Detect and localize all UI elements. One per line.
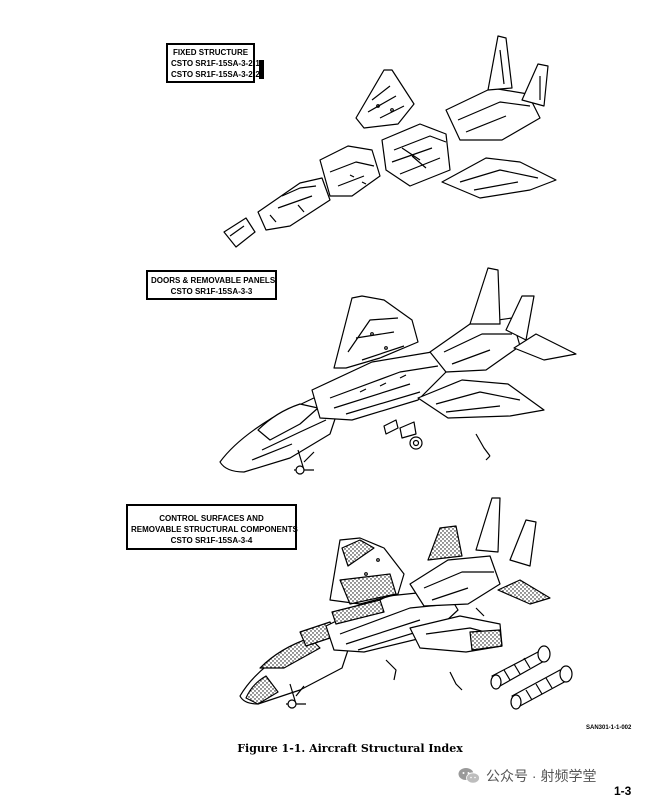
fixed-structure-ref-2: CSTO SR1F-15SA-3-2-2	[171, 70, 260, 79]
page-number: 1-3	[614, 784, 632, 798]
fixed-structure-label: FIXED STRUCTURE CSTO SR1F-15SA-3-2-1 CST…	[166, 43, 260, 83]
control-surfaces-label: CONTROL SURFACES AND REMOVABLE STRUCTURA…	[126, 504, 298, 550]
figure-caption: Figure 1-1. Aircraft Structural Index	[237, 742, 463, 755]
top-text-fragment: · · · ·	[497, 0, 519, 5]
control-surfaces-ref: CSTO SR1F-15SA-3-4	[170, 536, 253, 545]
watermark: 公众号 · 射频学堂	[458, 766, 596, 786]
watermark-text: 公众号 · 射频学堂	[486, 768, 597, 784]
engine-components	[490, 645, 573, 710]
doors-panels-ref: CSTO SR1F-15SA-3-3	[170, 287, 253, 296]
wechat-icon	[458, 768, 480, 784]
doors-panels-title: DOORS & REMOVABLE PANELS	[151, 276, 276, 285]
fixed-structure-title: FIXED STRUCTURE	[172, 48, 249, 57]
fixed-structure-exploded-view	[223, 35, 557, 248]
control-surfaces-exploded-view	[239, 497, 573, 710]
change-bar	[259, 60, 264, 79]
control-surfaces-title-1: CONTROL SURFACES AND	[159, 514, 264, 523]
illustration-code: SAN301-1-1-002	[586, 725, 632, 731]
doors-panels-label: DOORS & REMOVABLE PANELS CSTO SR1F-15SA-…	[146, 270, 277, 300]
control-surfaces-title-2: REMOVABLE STRUCTURAL COMPONENTS	[131, 525, 298, 534]
doors-panels-exploded-view	[219, 267, 577, 475]
fixed-structure-ref-1: CSTO SR1F-15SA-3-2-1	[171, 59, 260, 68]
